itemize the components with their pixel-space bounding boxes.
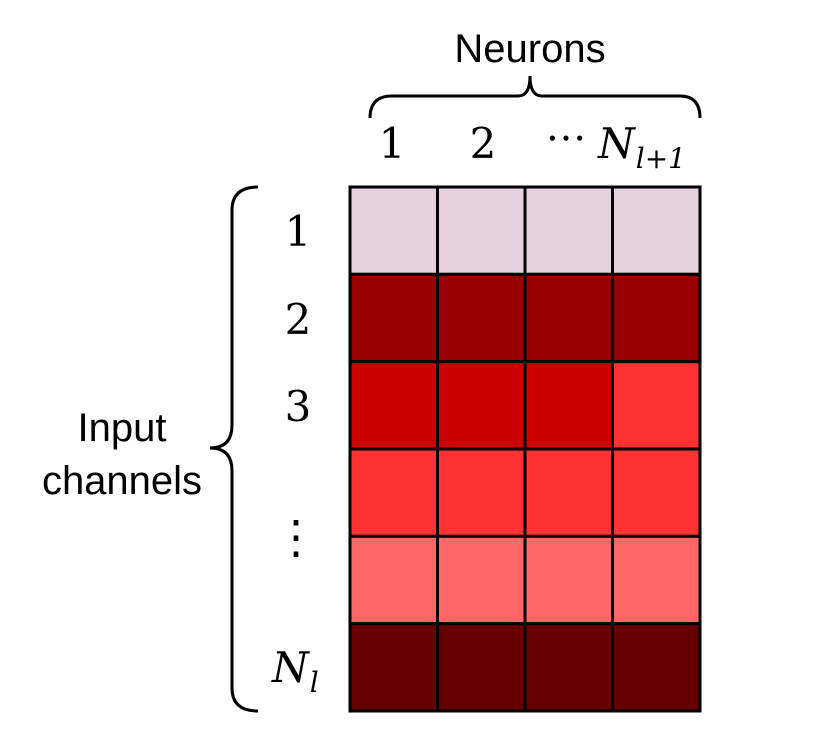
weight-cell-r2-c4 [611,272,702,364]
weight-cell-r3-c1 [348,360,439,451]
weight-cell-r6-c4 [611,622,702,713]
column-label-last-subscript: l+1 [636,142,686,175]
weight-grid [348,185,702,713]
column-label-last: Nl+1 [597,119,686,175]
weight-cell-r1-c1 [348,185,439,276]
row-label-last: Nl [271,643,319,699]
column-label-1: 1 [379,119,406,168]
row-label-2: 2 [285,295,312,344]
input-channels-brace [209,185,259,713]
row-label-1: 1 [285,207,312,256]
neurons-brace [368,75,702,119]
weight-cell-r4-c3 [523,447,614,538]
row-label-last-base: N [271,643,310,692]
weight-cell-r5-c4 [611,534,702,626]
weight-cell-r2-c3 [523,272,614,364]
weight-cell-r4-c4 [611,447,702,538]
weight-cell-r3-c2 [436,360,527,451]
weight-cell-r4-c1 [348,447,439,538]
weight-cell-r5-c1 [348,534,439,626]
weight-cell-r6-c1 [348,622,439,713]
row-label-last-subscript: l [310,666,319,699]
weight-cell-r5-c2 [436,534,527,626]
neurons-title: Neurons [454,27,605,71]
input-channels-label-line1: Input [78,406,167,450]
weight-cell-r1-c3 [523,185,614,276]
row-label-3: 3 [285,382,312,431]
weight-cell-r2-c1 [348,272,439,364]
column-label-ellipsis: ⋅⋅⋅ [545,116,586,162]
weight-cell-r3-c3 [523,360,614,451]
weight-cell-r6-c3 [523,622,614,713]
weight-cell-r1-c4 [611,185,702,276]
weight-cell-r6-c2 [436,622,527,713]
weight-cell-r3-c4 [611,360,702,451]
input-channels-label-line2: channels [42,459,202,503]
column-label-last-base: N [597,119,636,168]
weight-cell-r5-c3 [523,534,614,626]
row-label-vertical-ellipsis: ⋮ [273,510,319,564]
column-label-2: 2 [470,119,497,168]
weight-cell-r2-c2 [436,272,527,364]
weight-cell-r1-c2 [436,185,527,276]
weight-cell-r4-c2 [436,447,527,538]
